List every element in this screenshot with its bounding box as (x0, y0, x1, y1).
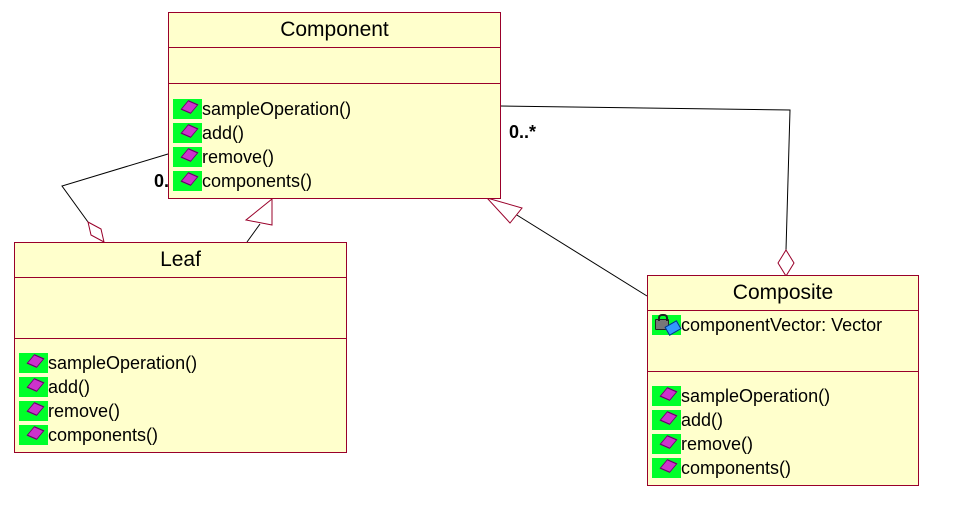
composite-class[interactable]: Composite componentVector: Vector sample… (647, 275, 919, 486)
composite-aggregation-diamond (777, 249, 795, 277)
public-operation-icon (652, 434, 681, 454)
component-operations-compartment: sampleOperation() add() remove() compone… (169, 95, 500, 195)
composite-generalization-line (511, 211, 648, 297)
composite-aggregation-multiplicity: 0..* (509, 122, 537, 142)
operation-label: sampleOperation() (681, 386, 831, 406)
operation-label: components() (681, 458, 792, 478)
public-operation-icon (173, 171, 202, 191)
operation-label: remove() (202, 147, 275, 167)
component-class-name: Component (169, 13, 500, 48)
operation-label: components() (48, 425, 159, 445)
operation-label: components() (202, 171, 313, 191)
public-operation-icon (652, 386, 681, 406)
leaf-attributes-compartment (15, 278, 346, 339)
public-operation-icon (19, 401, 48, 421)
operation-label: add() (681, 410, 724, 430)
private-attribute-icon (652, 314, 682, 336)
composite-operations-compartment: sampleOperation() add() remove() compone… (648, 382, 918, 482)
public-operation-icon (173, 147, 202, 167)
public-operation-icon (652, 458, 681, 478)
leaf-generalization-arrowhead (244, 197, 273, 226)
public-operation-icon (19, 353, 48, 373)
public-operation-icon (652, 410, 681, 430)
public-operation-icon (19, 425, 48, 445)
operation-label: add() (202, 123, 245, 143)
operation-label: sampleOperation() (48, 353, 198, 373)
attribute-label: componentVector: Vector (681, 315, 883, 335)
leaf-class[interactable]: Leaf sampleOperation() add() remove() co… (14, 242, 347, 453)
operation-label: add() (48, 377, 91, 397)
composite-aggregation-line (499, 105, 791, 251)
leaf-aggregation-line (61, 153, 169, 223)
composite-class-name: Composite (648, 276, 918, 311)
operation-label: sampleOperation() (202, 99, 352, 119)
composite-generalization-arrowhead (485, 197, 523, 224)
public-operation-icon (19, 377, 48, 397)
component-attributes-compartment (169, 48, 500, 84)
leaf-class-name: Leaf (15, 243, 346, 278)
component-class[interactable]: Component sampleOperation() add() remove… (168, 12, 501, 199)
composite-attributes-compartment: componentVector: Vector (648, 311, 918, 372)
public-operation-icon (173, 123, 202, 143)
operation-label: remove() (681, 434, 754, 454)
operation-label: remove() (48, 401, 121, 421)
leaf-generalization-line (246, 223, 261, 243)
public-operation-icon (173, 99, 202, 119)
leaf-operations-compartment: sampleOperation() add() remove() compone… (15, 349, 346, 449)
leaf-aggregation-diamond (87, 221, 105, 243)
